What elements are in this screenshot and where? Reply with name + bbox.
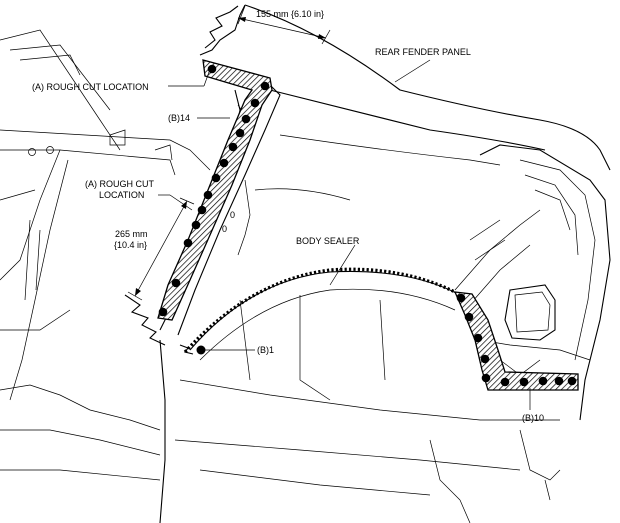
weld-point [500,377,510,387]
weld-point [158,307,168,317]
weld-point [250,98,260,108]
rough-cut-location-top-label: (A) ROUGH CUT LOCATION [32,82,149,92]
dimension-265mm [127,197,195,301]
weld-point [473,333,483,343]
weld-point-b1 [196,345,206,355]
dimension-155mm [237,5,331,45]
rough-cut-lines [124,5,239,355]
zero-marker-b: 0 [222,224,227,234]
weld-points-b10 [456,293,577,387]
weld-point [241,114,251,124]
dimension-155mm-label: 155 mm {6.10 in} [256,9,324,19]
weld-point [235,128,245,138]
weld-point [207,64,217,74]
inner-body-structure [0,29,211,481]
rear-fender-outline [159,4,611,523]
weld-point [191,220,201,230]
weld-point [481,373,491,383]
weld-point [538,376,548,386]
b10-label: (B)10 [522,413,544,423]
weld-point [480,354,490,364]
wheelhouse-area [454,144,611,421]
zero-marker-a: 0 [230,210,235,220]
rough-cut-location-mid-line1: (A) ROUGH CUT [85,179,154,189]
weld-area-b10 [453,291,579,391]
rear-fender-panel-label: REAR FENDER PANEL [375,47,471,57]
weld-point [211,173,221,183]
weld-point [519,377,529,387]
weld-points-b14 [158,64,270,317]
weld-point [567,376,577,386]
leader-lines [158,59,531,410]
weld-point [171,278,181,288]
weld-point [219,158,229,168]
b1-label: (B)1 [257,345,274,355]
body-sealer-line [183,267,456,354]
weld-point [260,81,270,91]
weld-point [228,142,238,152]
dimension-265mm-label-line2: {10.4 in} [114,240,147,250]
weld-point [464,312,474,322]
body-sealer-label: BODY SEALER [296,236,360,246]
b14-label: (B)14 [168,113,190,123]
rough-cut-location-mid-line2: LOCATION [99,190,144,200]
weld-point [183,238,193,248]
dimension-265mm-label-line1: 265 mm [115,229,148,239]
weld-point [554,376,564,386]
weld-point [456,293,466,303]
weld-point [203,190,213,200]
weld-area-b14 [157,59,273,321]
weld-point [197,205,207,215]
